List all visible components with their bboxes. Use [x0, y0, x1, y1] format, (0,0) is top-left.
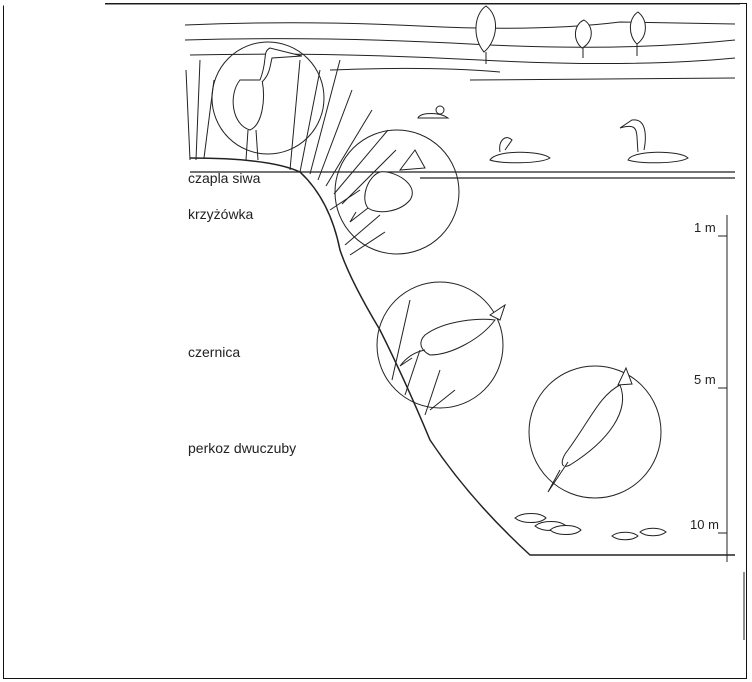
- label-grebe: perkoz dwuczuby: [188, 440, 296, 456]
- grebe-circle: [529, 366, 661, 498]
- depth-tick-5m: 5 m: [694, 372, 716, 387]
- pochard-icon: [400, 305, 505, 366]
- label-pochard: czernica: [188, 344, 240, 360]
- depth-scale: [718, 215, 727, 562]
- fish-school: [515, 514, 666, 540]
- swimming-ducks: [418, 106, 688, 163]
- heron-icon: [233, 48, 302, 160]
- depth-tick-10m: 10 m: [690, 517, 719, 532]
- trees: [476, 6, 645, 64]
- water-plants: [392, 300, 455, 415]
- reeds: [186, 60, 396, 255]
- depth-tick-1m: 1 m: [694, 220, 716, 235]
- mallard-icon: [350, 150, 425, 222]
- label-mallard: krzyżówka: [188, 206, 253, 222]
- heron-circle: [212, 42, 324, 160]
- label-heron: czapla siwa: [188, 170, 260, 186]
- pochard-circle: [377, 282, 505, 415]
- lake-bottom: [190, 158, 735, 555]
- grebe-icon: [548, 368, 632, 492]
- water-surface: [190, 172, 735, 178]
